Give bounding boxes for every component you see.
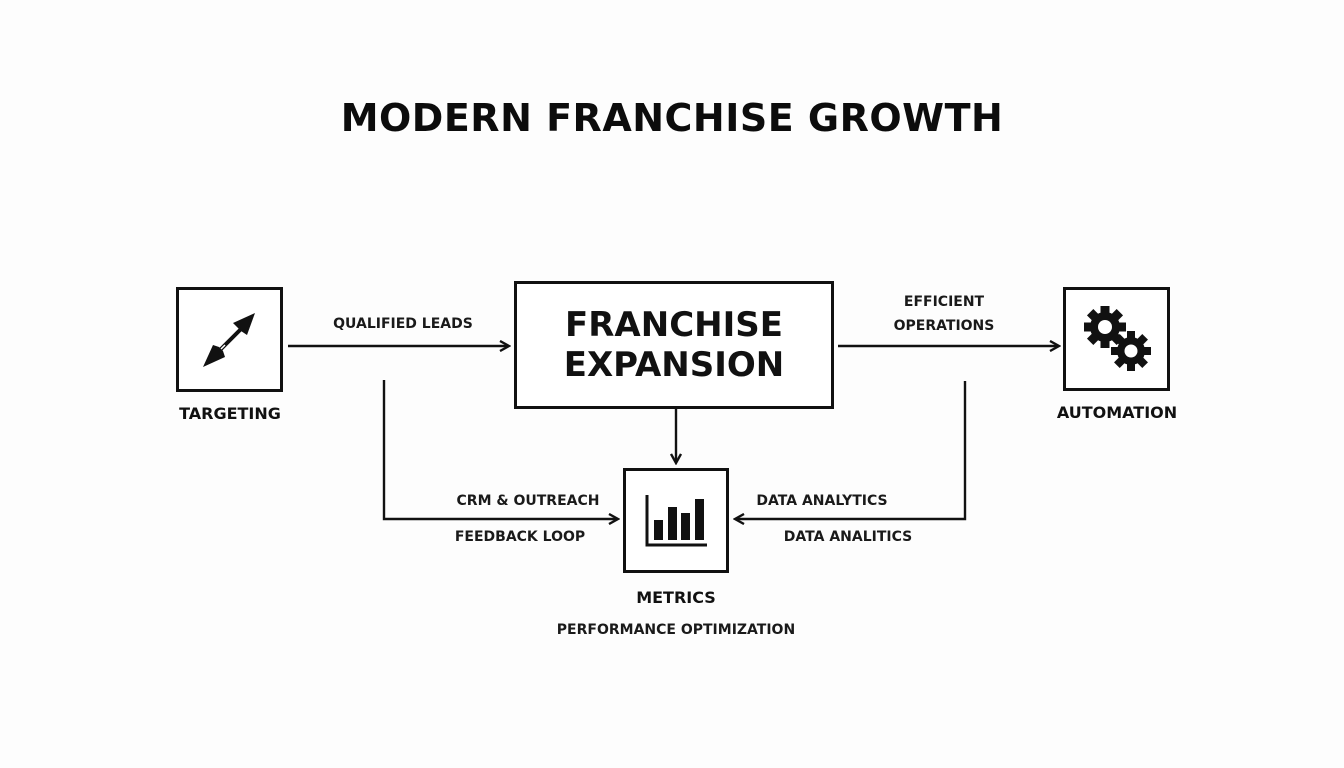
metrics-label: METRICS — [636, 588, 716, 607]
automation-label: AUTOMATION — [1056, 403, 1178, 422]
targeting-node[interactable] — [176, 287, 283, 392]
arrow-data-analytics — [735, 381, 967, 519]
automation-node[interactable] — [1063, 287, 1170, 391]
target-arrow-icon — [202, 312, 255, 367]
metrics-sublabel: PERFORMANCE OPTIMIZATION — [556, 622, 796, 638]
efficient-line-2: OPERATIONS — [893, 318, 995, 334]
metrics-node[interactable] — [623, 468, 729, 573]
edge-label-efficient-operations: EFFICIENT OPERATIONS — [844, 290, 1044, 338]
franchise-expansion-node[interactable]: FRANCHISE EXPANSION — [514, 281, 834, 409]
gears-icon — [1083, 306, 1151, 371]
edge-label-data-analytics: DATA ANALYTICS — [756, 493, 888, 509]
edge-label-data-analitics: DATA ANALITICS — [783, 529, 913, 545]
arrow-crm-feedback — [382, 380, 618, 519]
diagram-title: MODERN FRANCHISE GROWTH — [340, 96, 1004, 140]
efficient-line-1: EFFICIENT — [903, 294, 985, 310]
edge-label-qualified-leads: QUALIFIED LEADS — [333, 316, 473, 332]
edge-label-feedback-loop: FEEDBACK LOOP — [454, 529, 586, 545]
bar-chart-icon — [645, 494, 707, 546]
targeting-label: TARGETING — [179, 404, 281, 423]
edge-label-crm-outreach: CRM & OUTREACH — [456, 493, 600, 509]
center-line-2: EXPANSION — [563, 345, 785, 385]
center-line-1: FRANCHISE — [565, 305, 783, 345]
